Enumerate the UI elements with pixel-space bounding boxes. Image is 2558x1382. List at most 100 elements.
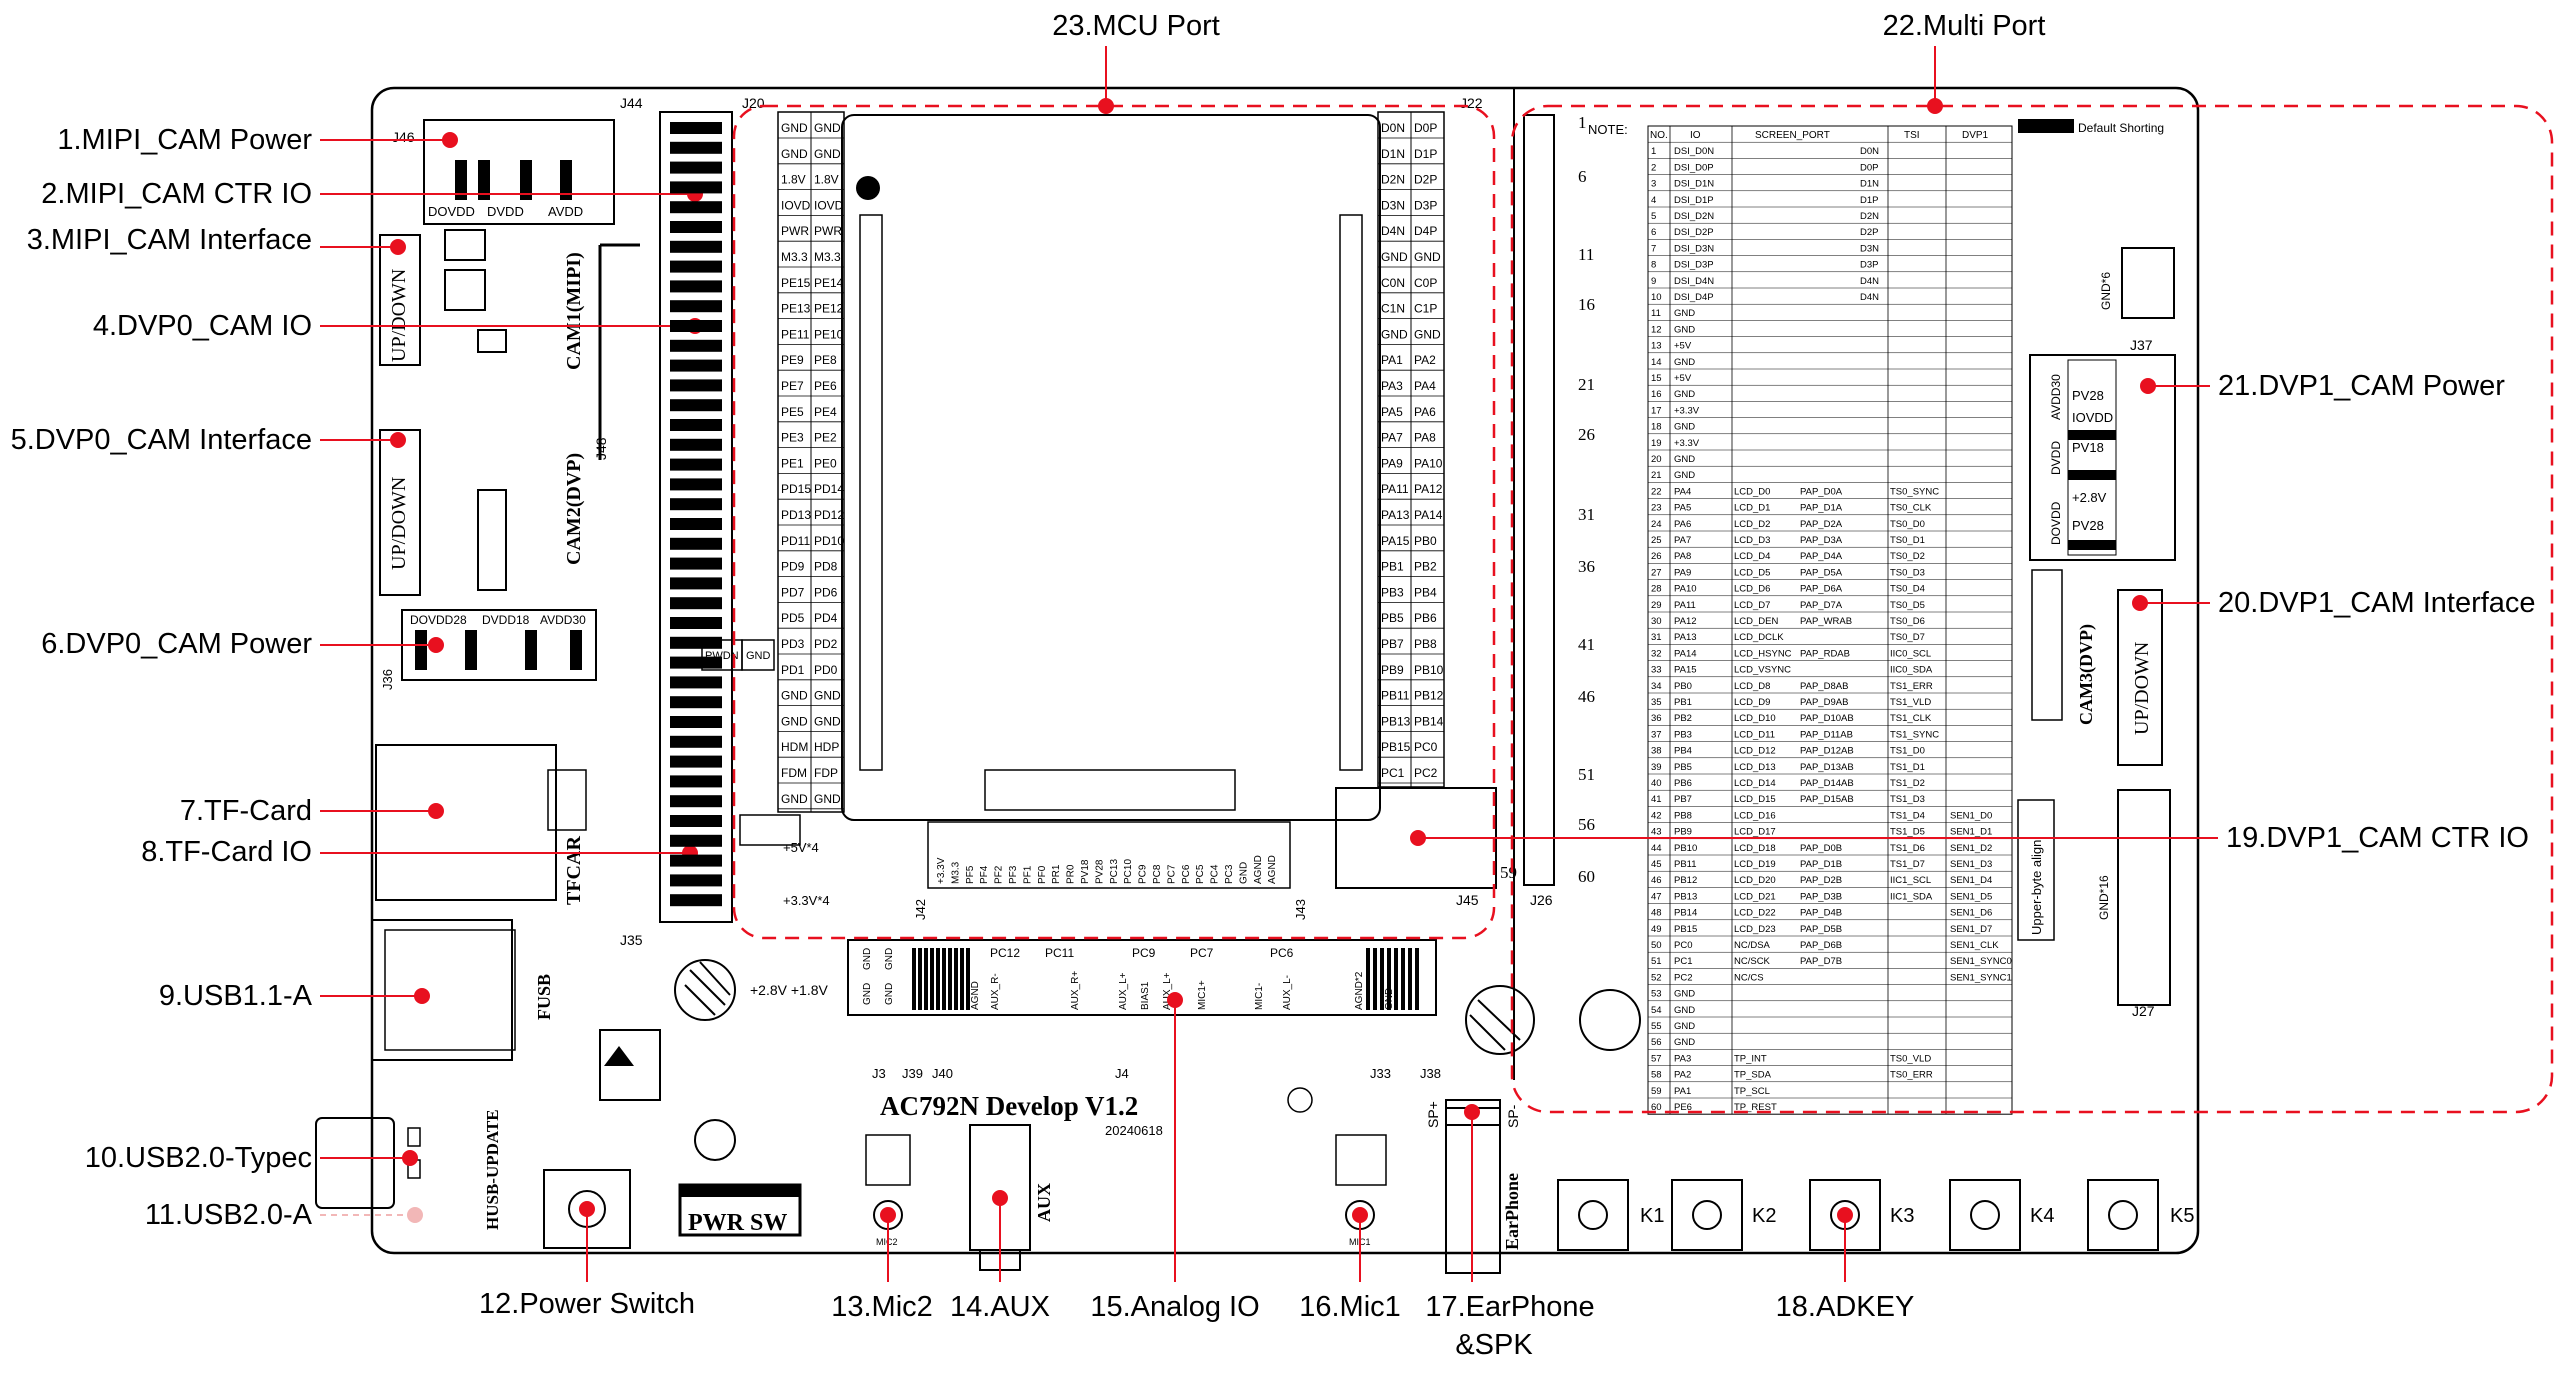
j44-pin [670, 122, 722, 134]
j22-right-pin: PA14 [1414, 508, 1443, 522]
j20-left-pin: HDM [781, 740, 808, 754]
j22-right-pin: PB4 [1414, 585, 1437, 599]
j20-left-pin: GND [781, 147, 808, 161]
table-cell: 7 [1651, 243, 1656, 254]
analog-pin: AGND*2 [1354, 971, 1365, 1010]
table-cell: 51 [1651, 956, 1662, 967]
j44-pin [670, 458, 722, 471]
table-cell: D2P [1860, 227, 1878, 238]
table-cell: 9 [1651, 276, 1656, 287]
j42-pin: PF5 [965, 865, 976, 884]
j22-left-pin: PB11 [1381, 689, 1410, 703]
table-cell: 55 [1651, 1021, 1662, 1032]
table-cell: GND [1674, 357, 1695, 368]
key-k2: K2 [1752, 1205, 1776, 1227]
j20-right-pin: 1.8V [814, 173, 839, 187]
table-cell: 21 [1651, 470, 1662, 481]
table-cell: 6 [1651, 227, 1656, 238]
j3-pin: GND [862, 983, 873, 1005]
tfcard-label: TFCAR [563, 836, 585, 905]
table-cell: PAP_D7A [1800, 600, 1843, 611]
table-cell: DSI_D4P [1674, 292, 1714, 303]
table-cell: PA12 [1674, 616, 1697, 627]
analog-pin: AUX_L- [1282, 975, 1293, 1010]
callout-power-switch: 12.Power Switch [479, 1288, 695, 1320]
table-cell: 56 [1651, 1037, 1662, 1048]
table-cell: PB2 [1674, 713, 1692, 724]
tf-card-socket: TFCAR J35 [375, 744, 643, 948]
j20-right-pin: PE6 [814, 379, 837, 393]
table-cell: PA14 [1674, 648, 1697, 659]
j44-pin [670, 201, 722, 214]
j44-pin [670, 577, 722, 590]
table-cell: PA11 [1674, 600, 1696, 611]
table-cell: PB3 [1674, 729, 1692, 740]
j37-label: J37 [2130, 337, 2153, 353]
table-cell: 3 [1651, 179, 1656, 190]
j20-right-pin: PD4 [814, 611, 838, 625]
j20-right-pin: PE14 [814, 276, 844, 290]
j42-pin: AGND [1267, 855, 1278, 884]
table-cell: SEN1_D1 [1950, 827, 1992, 838]
j40-label: J40 [932, 1066, 953, 1081]
dvp0-avdd30: AVDD30 [540, 613, 586, 627]
table-cell: DSI_D3N [1674, 243, 1714, 254]
table-cell: TS1_D0 [1890, 746, 1925, 757]
usb-a-connector: FUSB [371, 919, 554, 1061]
j22-left-pin: PB3 [1381, 585, 1404, 599]
table-cell: GND [1674, 1005, 1695, 1016]
multi-pin-number: 60 [1578, 867, 1595, 886]
j39-label: J39 [902, 1066, 923, 1081]
j3-label: J3 [872, 1066, 886, 1081]
table-cell: PAP_D15AB [1800, 794, 1854, 805]
j3-pin: GND [884, 983, 895, 1005]
table-cell: 35 [1651, 697, 1662, 708]
table-cell: PAP_D2B [1800, 875, 1842, 886]
j35-label: J35 [620, 932, 643, 948]
j20-right-pin: PD14 [814, 482, 844, 496]
callout-analog-io: 15.Analog IO [1090, 1291, 1260, 1323]
j42-pin: PC10 [1123, 859, 1134, 884]
table-cell: PB11 [1674, 859, 1697, 870]
j42-pin: PV28 [1094, 859, 1105, 884]
j22-left-pin: PC1 [1381, 766, 1405, 780]
table-cell: 53 [1651, 989, 1662, 1000]
key-k3: K3 [1890, 1205, 1914, 1227]
mipi-cam-interface: UP/DOWN CAM1(MIPI) [379, 229, 640, 460]
earphone-jack: EarPhone SP+ SP- [1425, 985, 1641, 1274]
j22-right-pin: C1P [1414, 302, 1437, 316]
j20-right-pin: PE2 [814, 431, 837, 445]
j20-left-pin: PE13 [781, 302, 811, 316]
table-cell: LCD_D1 [1734, 503, 1770, 514]
table-cell: TS0_SYNC [1890, 486, 1939, 497]
dvp0-cam-interface: UP/DOWN CAM2(DVP) J48 [379, 429, 609, 596]
j20-right-pin: PE8 [814, 353, 837, 367]
callout-dvp1-cam-interface: 20.DVP1_CAM Interface [2218, 587, 2536, 619]
table-cell: TP_SCL [1734, 1086, 1770, 1097]
table-cell: PAP_D2A [1800, 519, 1843, 530]
table-cell: 40 [1651, 778, 1662, 789]
table-cell: TP_REST [1734, 1102, 1777, 1113]
j46-label: J46 [392, 129, 415, 145]
j44-pin [670, 537, 722, 550]
j42-pin: PC7 [1166, 864, 1177, 884]
table-cell: 10 [1651, 292, 1662, 303]
j44-pin [670, 696, 722, 709]
table-cell: PA4 [1674, 486, 1691, 497]
table-cell: D4N [1860, 292, 1879, 303]
table-cell: LCD_D21 [1734, 891, 1776, 902]
j22-right-pin: PB14 [1414, 714, 1444, 728]
j33-label: J33 [1370, 1066, 1391, 1081]
table-cell: IIC1_SCL [1890, 875, 1931, 886]
dvp1-area: GND*6 J37 PV28 IOVDD PV18 +2.8V PV28 AVD… [2029, 247, 2176, 1019]
j22-left-pin: GND [1381, 250, 1408, 264]
table-cell: 18 [1651, 422, 1662, 433]
j44-pin [670, 518, 722, 530]
j22-right-pin: PB8 [1414, 637, 1437, 651]
table-cell: 59 [1651, 1086, 1662, 1097]
dvp0-dovdd28: DOVDD28 [410, 613, 467, 627]
table-cell: LCD_D3 [1734, 535, 1770, 546]
callout-mipi-cam-ctr-io: 2.MIPI_CAM CTR IO [41, 178, 312, 210]
table-cell: SEN1_D6 [1950, 908, 1992, 919]
j22-left-pin: PB9 [1381, 663, 1404, 677]
